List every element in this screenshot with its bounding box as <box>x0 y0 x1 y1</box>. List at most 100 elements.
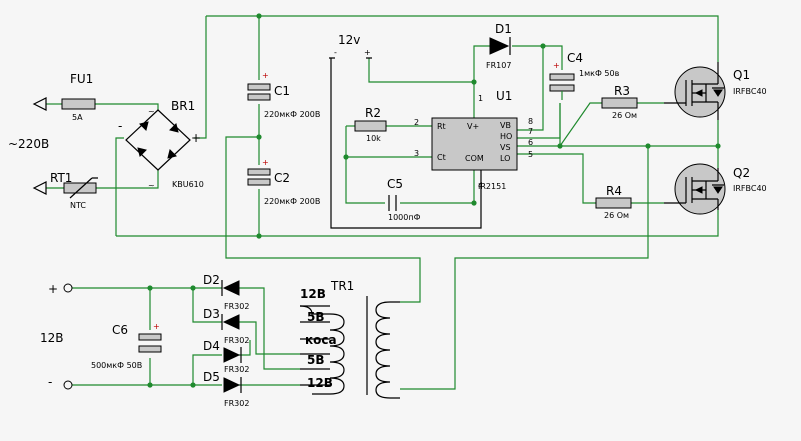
d2-label: D2 <box>203 273 220 287</box>
c1-plus: + <box>262 71 269 80</box>
tap-5v-bottom: 5В <box>307 353 325 367</box>
c6-plus: + <box>153 322 160 331</box>
resistor-r4 <box>595 197 632 209</box>
v12-minus: - <box>334 48 337 57</box>
thermistor-rt1 <box>63 177 98 199</box>
output-12v-label: 12В <box>40 331 64 345</box>
capacitor-c1 <box>247 83 271 101</box>
u1-value: IR2151 <box>478 182 506 191</box>
u1-pin-lo: LO <box>500 154 510 163</box>
pin-7: 7 <box>528 127 533 136</box>
diode-d3 <box>221 314 240 330</box>
q2-value: IRFBC40 <box>733 184 767 193</box>
pin-3: 3 <box>414 149 419 158</box>
c6-value: 500мкФ 50В <box>91 361 142 370</box>
diode-d2 <box>221 280 240 296</box>
tap-12v-top: 12В <box>300 287 326 301</box>
pin-8: 8 <box>528 117 533 126</box>
u1-pin-ho: HO <box>500 132 512 141</box>
u1-pin-vp: V+ <box>467 122 479 131</box>
d5-label: D5 <box>203 370 220 384</box>
u1-label: U1 <box>496 89 512 103</box>
tap-kosa: коса <box>305 333 337 347</box>
mains-terminal-top <box>32 97 47 111</box>
c4-label: C4 <box>567 51 583 65</box>
bridge-rectifier-br1 <box>125 109 191 171</box>
ic-u1 <box>431 117 518 171</box>
u1-pin-com: COM <box>465 154 484 163</box>
r2-value: 10k <box>366 134 381 143</box>
c5-value: 1000пФ <box>388 213 421 222</box>
pin-5: 5 <box>528 150 533 159</box>
wires <box>46 15 719 390</box>
q2-label: Q2 <box>733 166 750 180</box>
u1-pin-vs: VS <box>500 143 511 152</box>
c4-plus: + <box>553 61 560 70</box>
r4-value: 26 Ом <box>604 211 629 220</box>
resistor-r3 <box>601 97 638 109</box>
fuse-fu1 <box>61 98 96 110</box>
tap-5v-top: 5В <box>307 310 325 324</box>
resistor-r2 <box>354 120 387 132</box>
pin-1: 1 <box>478 94 483 103</box>
transformer-tr1 <box>299 296 400 399</box>
v12-label: 12v <box>338 33 360 47</box>
pin-4: 4 <box>478 181 483 190</box>
d3-label: D3 <box>203 307 220 321</box>
d3-value: FR302 <box>224 336 249 345</box>
pin-6: 6 <box>528 138 533 147</box>
d2-value: FR302 <box>224 302 249 311</box>
capacitor-c6 <box>138 333 162 353</box>
r3-label: R3 <box>614 84 630 98</box>
ground-net <box>330 58 482 229</box>
c2-value: 220мкФ 200В <box>264 197 320 206</box>
diode-d1 <box>489 37 511 55</box>
fu1-value: 5A <box>72 113 83 122</box>
v12-plus: + <box>364 48 371 57</box>
q1-label: Q1 <box>733 68 750 82</box>
capacitor-c2 <box>247 168 271 186</box>
u1-pin-ct: Ct <box>437 153 446 162</box>
output-plus: + <box>48 282 58 296</box>
diode-d4 <box>223 347 242 363</box>
r3-value: 26 Ом <box>612 111 637 120</box>
rt1-label: RT1 <box>50 171 72 185</box>
mosfet-q2 <box>664 163 726 215</box>
d1-label: D1 <box>495 22 512 36</box>
output-terminals <box>63 283 73 390</box>
u1-pin-rt: Rt <box>437 122 446 131</box>
rt1-value: NTC <box>70 201 86 210</box>
tr1-label: TR1 <box>330 279 354 293</box>
fu1-label: FU1 <box>70 72 93 86</box>
mains-terminal-bottom <box>32 181 47 195</box>
br1-value: KBU610 <box>172 180 204 189</box>
br-minus: - <box>118 119 122 133</box>
c6-label: C6 <box>112 323 128 337</box>
d4-value: FR302 <box>224 365 249 374</box>
c2-plus: + <box>262 158 269 167</box>
br1-label: BR1 <box>171 99 195 113</box>
q1-value: IRFBC40 <box>733 87 767 96</box>
c2-label: C2 <box>274 171 290 185</box>
c5-label: C5 <box>387 177 403 191</box>
u1-pin-vb: VB <box>500 121 511 130</box>
c1-label: C1 <box>274 84 290 98</box>
tap-12v-bottom: 12В <box>307 376 333 390</box>
junctions <box>147 13 721 388</box>
output-minus: - <box>48 375 52 389</box>
c1-value: 220мкФ 200В <box>264 110 320 119</box>
br-ac1: ~ <box>148 107 155 116</box>
d5-value: FR302 <box>224 399 249 408</box>
r4-label: R4 <box>606 184 622 198</box>
diode-d5 <box>223 377 242 393</box>
mosfet-q1 <box>664 62 726 120</box>
c4-value: 1мкФ 50в <box>579 69 620 78</box>
capacitor-c5 <box>388 195 397 211</box>
br-plus: + <box>191 131 201 145</box>
r2-label: R2 <box>365 106 381 120</box>
capacitor-c4 <box>549 73 575 100</box>
br-ac2: ~ <box>148 181 155 190</box>
d4-label: D4 <box>203 339 220 353</box>
d1-value: FR107 <box>486 61 511 70</box>
